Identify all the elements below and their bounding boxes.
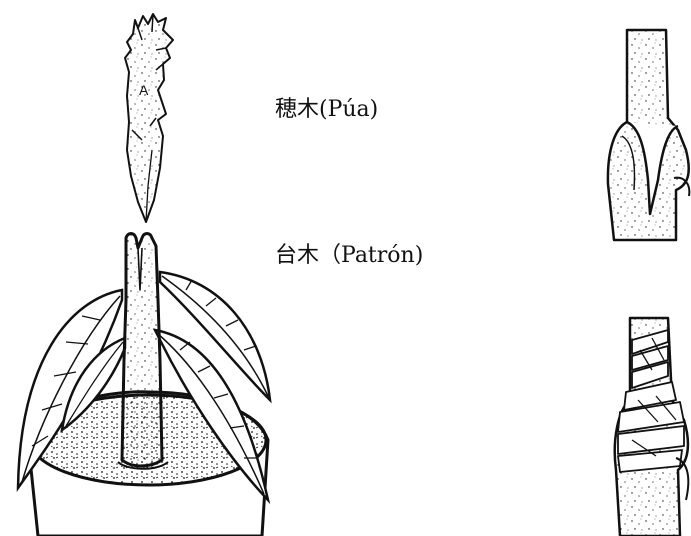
- scion-mark: A: [139, 82, 149, 98]
- scion-twig: [125, 14, 173, 222]
- scion-label: 穂木(Púa): [275, 99, 378, 121]
- rootstock-label: 台木（Patrón): [275, 245, 423, 267]
- graft-tape-wraps: [618, 330, 684, 472]
- rootstock-stem: [118, 234, 168, 469]
- graft-joint-detail: [608, 30, 689, 240]
- wrapped-graft-detail: [615, 318, 689, 536]
